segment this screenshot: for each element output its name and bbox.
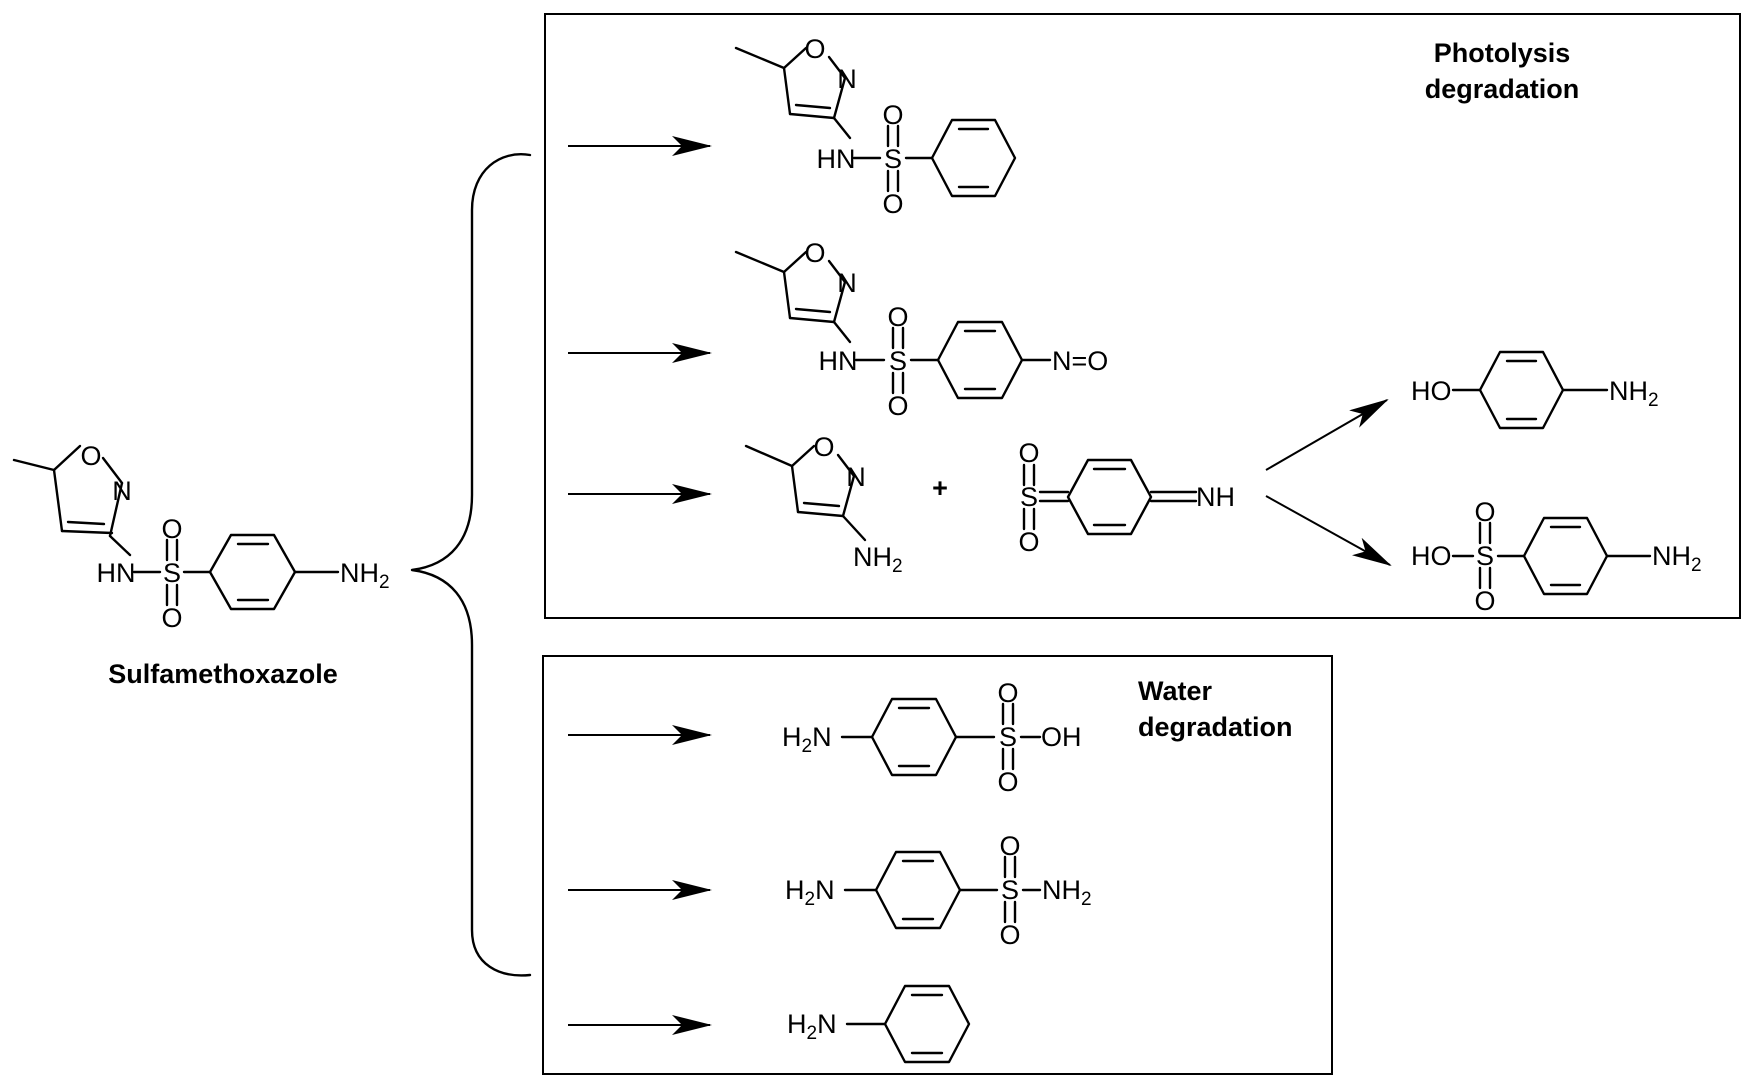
reaction-brace: [410, 153, 532, 977]
sulfonamide-nh: HN: [819, 346, 858, 376]
sulfur-atom: S: [1476, 541, 1494, 571]
sulfonyl-oxygen-bottom: O: [997, 767, 1018, 797]
isoxazole-nitrogen: N: [846, 462, 866, 492]
nitroso-group: N=O: [1052, 346, 1108, 376]
sulfonamide-nh: HN: [817, 144, 856, 174]
benzene-ring: [1522, 516, 1609, 596]
amine-group: NH2: [1609, 376, 1659, 411]
amine-group: NH2: [340, 558, 390, 593]
benzene-ring: [883, 984, 971, 1064]
sulfonamide-nh: HN: [97, 558, 136, 588]
photolysis-title: Photolysis: [1434, 38, 1571, 68]
plus-sign: +: [932, 473, 948, 503]
isoxazole-nitrogen: N: [837, 268, 857, 298]
water-product-3: H2N: [787, 984, 971, 1064]
sulfur-atom: S: [1020, 482, 1038, 512]
benzene-ring: [1478, 350, 1565, 430]
reaction-arrow: [1265, 495, 1392, 566]
sulfonyl-oxygen-bottom: O: [882, 189, 903, 219]
water-title-line2: degradation: [1138, 712, 1293, 742]
sulfonyl-oxygen-top: O: [1474, 497, 1495, 527]
photolysis-product-3a: O N NH2: [744, 432, 903, 577]
sulfonyl-oxygen-top: O: [161, 514, 182, 544]
photolysis-product-2: O N HN S O O N=O: [734, 238, 1108, 421]
sulfonyl-oxygen-bottom: O: [161, 603, 182, 633]
sulfur-atom: S: [1001, 875, 1019, 905]
isoxazole-oxygen: O: [80, 441, 101, 471]
sulfur-atom: S: [163, 558, 181, 588]
photolysis-panel: [544, 13, 1741, 619]
benzene-ring: [208, 533, 297, 611]
isoxazole-oxygen: O: [804, 34, 825, 64]
amine-group: H2N: [787, 1009, 837, 1044]
benzene-ring: [936, 320, 1024, 400]
amine-group: H2N: [785, 875, 835, 910]
photolysis-product-1: O N HN S O O: [734, 34, 1017, 219]
benzene-ring: [930, 118, 1017, 198]
cyclohexadiene-ring: [1066, 458, 1153, 536]
amine-group: NH2: [853, 542, 903, 577]
reaction-arrow: [1265, 398, 1389, 471]
water-product-1: H2N S O O OH: [782, 678, 1082, 797]
sulfur-atom: S: [889, 346, 907, 376]
sulfonyl-oxygen-bottom: O: [1474, 586, 1495, 616]
photolysis-product-4: HO NH2: [1411, 350, 1659, 430]
imine-group: NH: [1196, 482, 1235, 512]
isoxazole-oxygen: O: [813, 432, 834, 462]
hydroxy-group: HO: [1411, 541, 1452, 571]
sulfur-atom: S: [884, 144, 902, 174]
photolysis-product-3b: O S O NH: [1018, 438, 1235, 557]
sulfonyl-oxygen-top: O: [887, 302, 908, 332]
photolysis-product-5: HO S O O NH2: [1411, 497, 1702, 616]
isoxazole-ring: [12, 444, 124, 538]
sulfonyl-oxygen-bottom: O: [887, 391, 908, 421]
benzene-ring: [870, 697, 958, 777]
sulfur-atom: S: [999, 722, 1017, 752]
water-panel: [542, 655, 1333, 1075]
water-product-2: H2N S O O NH2: [785, 831, 1092, 950]
photolysis-title-line2: degradation: [1425, 74, 1580, 104]
sulfonyl-oxygen-top: O: [999, 831, 1020, 861]
sulfonyl-oxygen-bottom: O: [1018, 527, 1039, 557]
sulfamethoxazole-structure: O N HN S O O NH2: [12, 441, 390, 633]
isoxazole-oxygen: O: [804, 238, 825, 268]
amine-group: NH2: [1652, 541, 1702, 576]
sulfonyl-oxygen-top: O: [882, 100, 903, 130]
isoxazole-nitrogen: N: [112, 476, 132, 506]
hydroxy-group: HO: [1411, 376, 1452, 406]
starting-material-name: Sulfamethoxazole: [108, 659, 338, 689]
isoxazole-nitrogen: N: [837, 64, 857, 94]
sulfonyl-oxygen-top: O: [997, 678, 1018, 708]
amine-group: H2N: [782, 722, 832, 757]
sulfonyl-oxygen-bottom: O: [999, 920, 1020, 950]
sulfonyl-oxygen-top: O: [1018, 438, 1039, 468]
amine-group: NH2: [1042, 875, 1092, 910]
hydroxy-group: OH: [1041, 722, 1082, 752]
benzene-ring: [874, 850, 962, 930]
water-title: Water: [1138, 676, 1213, 706]
